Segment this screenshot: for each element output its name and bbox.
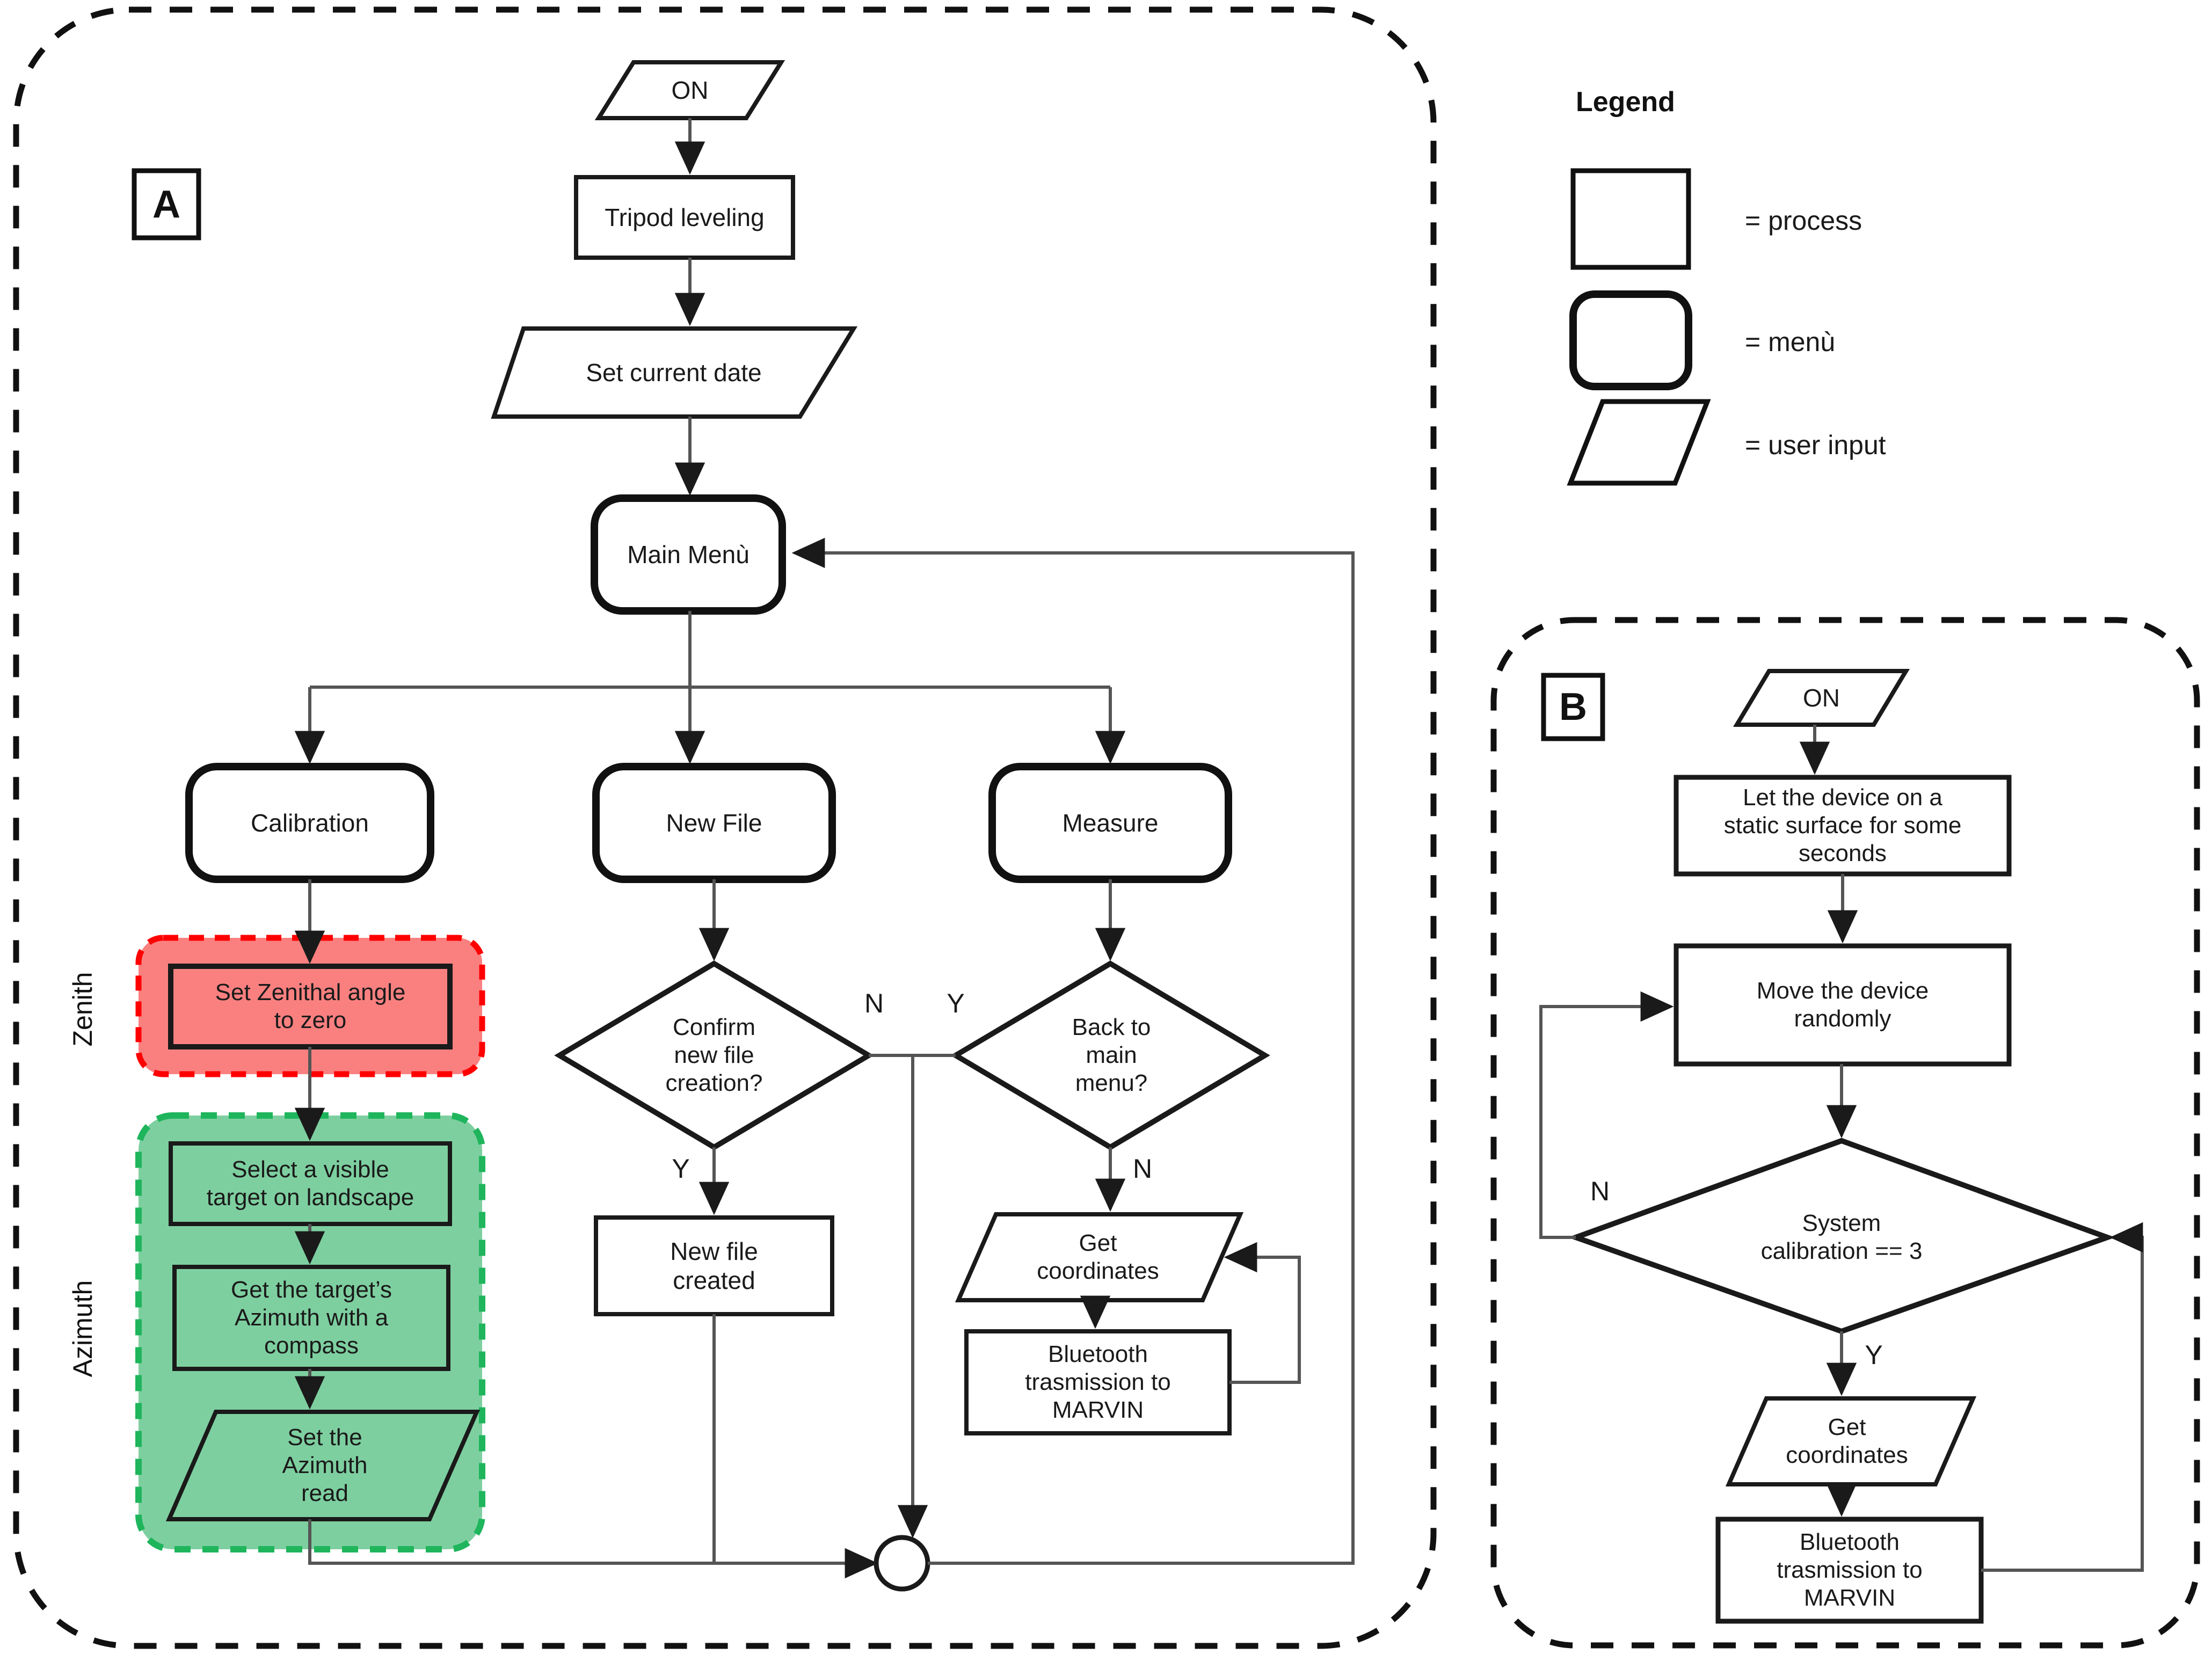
edge-label-a-back-y: Y [947, 988, 965, 1018]
node-a-calibration [185, 763, 434, 883]
node-a-merge-connector [874, 1535, 930, 1592]
node-b-on [1733, 669, 1910, 727]
node-a-back-main [950, 960, 1270, 1150]
edge-label-a-confirm-n: N [864, 988, 884, 1018]
edge-label-b-n: N [1590, 1176, 1610, 1206]
node-a-bluetooth [964, 1329, 1232, 1435]
node-b-bluetooth [1715, 1517, 1984, 1624]
panel-b-border [1490, 617, 2200, 1649]
node-a-setdate [491, 326, 858, 419]
edge-label-a-confirm-y: Y [672, 1154, 690, 1184]
legend-swatch-process [1570, 168, 1691, 270]
edge-a-merge-return [791, 537, 1355, 1565]
edge-label-b-y: Y [1865, 1340, 1883, 1370]
legend-swatch-user-input [1567, 399, 1711, 486]
edge-a-setazimuth-merge [308, 1519, 878, 1579]
panel-a-tag: A [152, 183, 180, 226]
node-b-get-coords [1725, 1396, 1977, 1486]
node-a-tripod [574, 175, 795, 260]
legend-label-process: = process [1745, 206, 1862, 236]
node-a-measure [988, 763, 1232, 883]
legend-swatch-menu [1569, 290, 1692, 390]
edge-b-syscal-n [1539, 991, 1674, 1239]
node-a-mainmenu [591, 494, 786, 615]
node-a-set-azimuth [165, 1410, 481, 1521]
legend-title: Legend [1576, 86, 1675, 118]
legend-label-menu: = menù [1745, 327, 1836, 357]
group-label-azimuth: Azimuth [68, 1280, 98, 1377]
edge-label-a-back-n: N [1132, 1154, 1153, 1184]
group-label-zenith: Zenith [68, 972, 98, 1047]
node-b-static [1673, 775, 2012, 877]
node-b-syscal [1568, 1138, 2115, 1335]
group-azimuth-highlight [135, 1112, 485, 1552]
panel-b-tag-box [1541, 673, 1605, 741]
node-a-newfile [592, 763, 836, 883]
node-a-newfile-created [594, 1215, 834, 1316]
legend-label-user-input: = user input [1745, 430, 1886, 460]
panel-b-tag: B [1559, 686, 1587, 728]
panel-a-tag-box [132, 168, 201, 240]
node-a-get-coords [955, 1212, 1244, 1302]
edge-b-bluetooth-loop [1981, 1222, 2144, 1572]
edge-a-bluetooth-loop [1224, 1242, 1301, 1384]
node-b-move [1673, 943, 2012, 1067]
panel-a-border [13, 6, 1437, 1649]
node-a-confirm-file [554, 960, 874, 1150]
node-a-on [594, 60, 785, 120]
